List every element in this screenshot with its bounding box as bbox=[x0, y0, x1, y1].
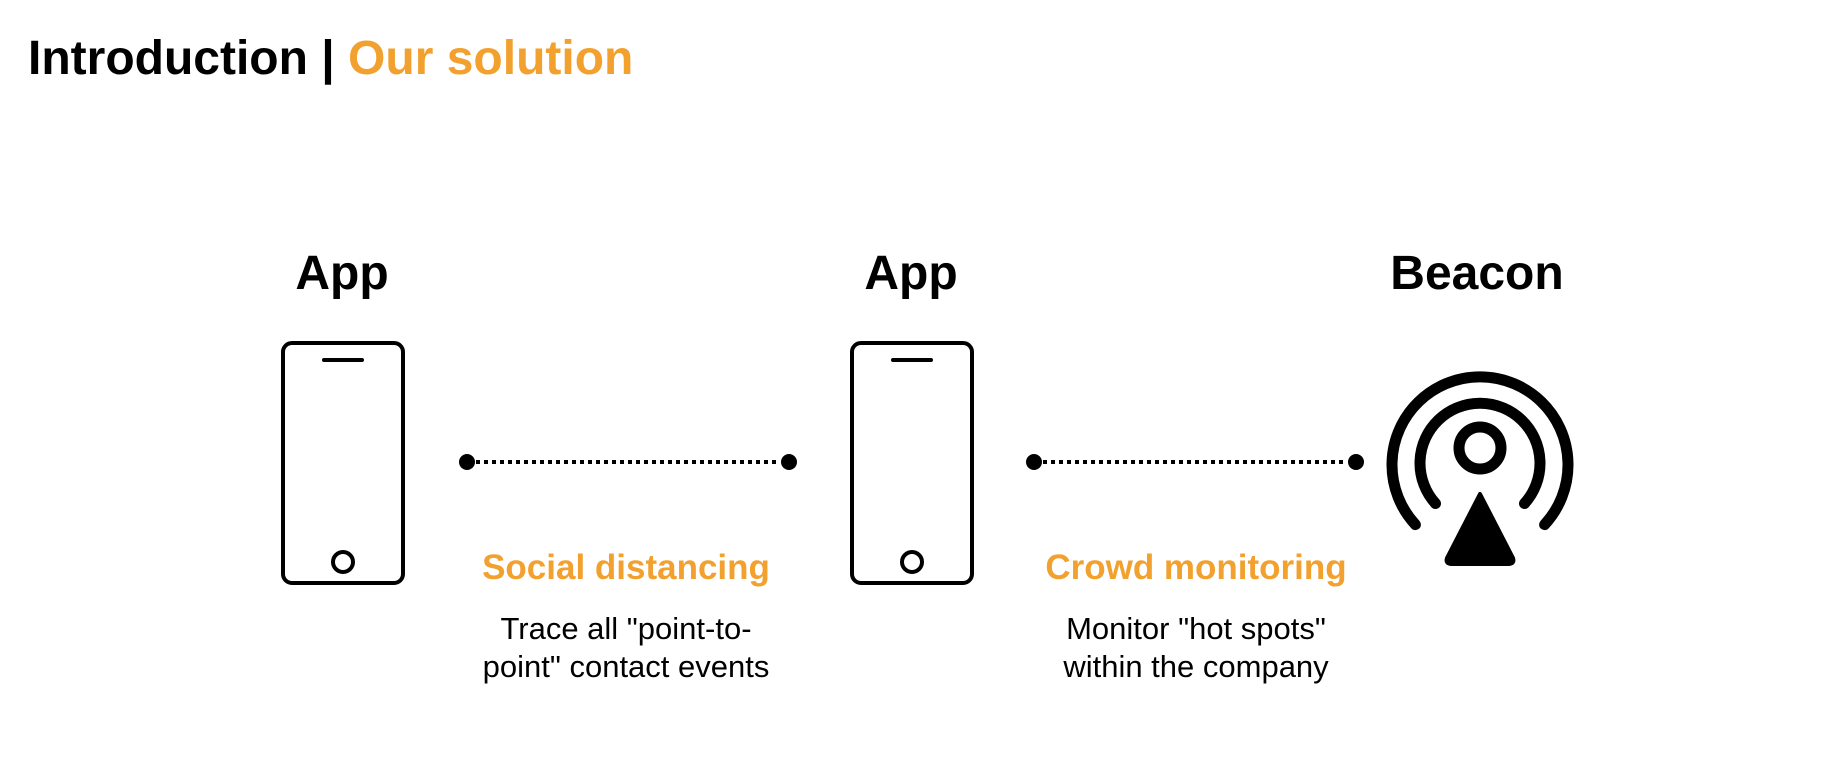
title-accent: Our solution bbox=[348, 32, 634, 85]
connector-endpoint bbox=[781, 454, 797, 470]
connector-endpoint bbox=[459, 454, 475, 470]
title-main: Introduction bbox=[28, 32, 308, 85]
smartphone-icon bbox=[850, 341, 974, 585]
smartphone-icon bbox=[281, 341, 405, 585]
link-description-social-distancing: Trace all "point-to-point" contact event… bbox=[482, 611, 770, 684]
slide-title: Introduction | Our solution bbox=[28, 30, 633, 88]
connector-app-app bbox=[459, 454, 797, 470]
connector-app-beacon bbox=[1026, 454, 1364, 470]
node-label-app-2: App bbox=[864, 247, 958, 300]
title-separator: | bbox=[307, 32, 349, 85]
beacon-broadcast-icon bbox=[1386, 371, 1574, 566]
connector-endpoint bbox=[1026, 454, 1042, 470]
link-title-social-distancing: Social distancing bbox=[482, 548, 770, 587]
node-label-app-1: App bbox=[295, 247, 389, 300]
connector-endpoint bbox=[1348, 454, 1364, 470]
node-label-beacon: Beacon bbox=[1390, 247, 1564, 300]
link-title-crowd-monitoring: Crowd monitoring bbox=[1045, 548, 1347, 587]
link-description-crowd-monitoring: Monitor "hot spots" within the company bbox=[1063, 611, 1329, 684]
